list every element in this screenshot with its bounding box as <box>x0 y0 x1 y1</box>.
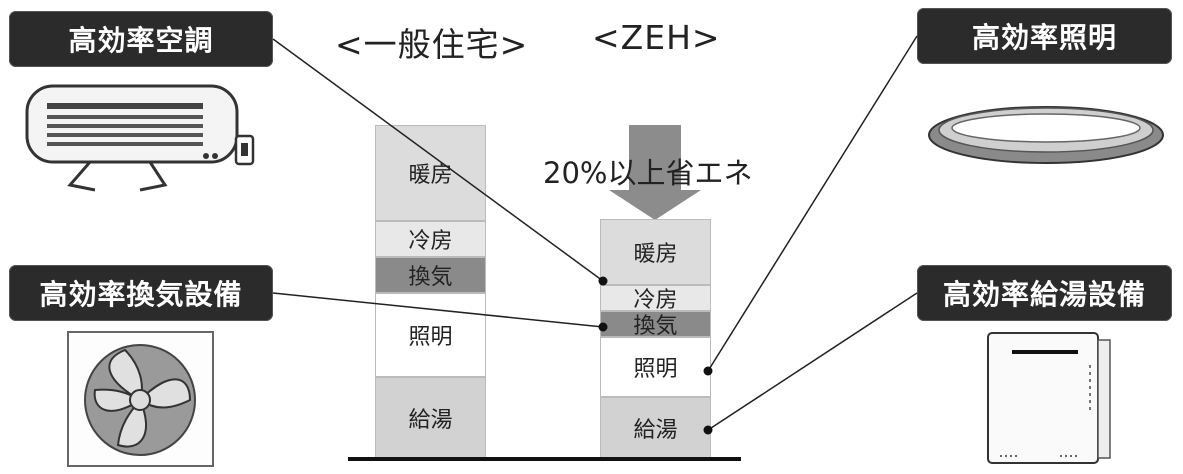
badge-high-efficiency-lighting: 高効率照明 <box>917 8 1172 64</box>
bar-zeh: 暖房 冷房 換気 照明 給湯 <box>600 219 711 459</box>
segment-lighting: 照明 <box>375 293 486 377</box>
air-conditioner-icon <box>25 84 255 192</box>
segment-label: 暖房 <box>408 163 453 188</box>
connector-water-heater <box>707 292 918 431</box>
connector-lines <box>272 35 918 431</box>
connector-dots <box>598 276 713 435</box>
segment-label: 換気 <box>633 314 678 339</box>
bar-general-house: 暖房 冷房 換気 照明 給湯 <box>375 125 486 459</box>
connector-ac <box>272 38 604 282</box>
segment-hot-water: 給湯 <box>600 397 711 459</box>
badge-high-efficiency-ventilation: 高効率換気設備 <box>9 265 273 321</box>
segment-heating: 暖房 <box>600 219 711 285</box>
segment-label: 暖房 <box>633 242 678 267</box>
segment-label: 照明 <box>408 325 453 350</box>
ceiling-light-icon <box>928 106 1164 164</box>
ground-line <box>348 457 741 461</box>
segment-label: 換気 <box>408 265 453 290</box>
ventilation-fan-icon <box>67 331 214 467</box>
segment-heating: 暖房 <box>375 125 486 221</box>
badge-high-efficiency-air-conditioning: 高効率空調 <box>9 11 273 67</box>
segment-cooling: 冷房 <box>600 285 711 313</box>
connector-ventilation <box>272 292 604 328</box>
segment-lighting: 照明 <box>600 337 711 397</box>
badge-high-efficiency-water-heater: 高効率給湯設備 <box>917 265 1172 321</box>
segment-label: 冷房 <box>633 288 678 313</box>
segment-ventilation: 換気 <box>375 257 486 293</box>
segment-ventilation: 換気 <box>600 311 711 339</box>
header-general-house: <一般住宅> <box>335 25 529 64</box>
segment-label: 照明 <box>633 357 678 382</box>
segment-cooling: 冷房 <box>375 221 486 257</box>
segment-label: 給湯 <box>633 418 678 443</box>
down-arrow-icon <box>609 125 701 220</box>
connector-lighting <box>707 35 918 372</box>
energy-savings-label: 20%以上省エネ <box>543 156 753 190</box>
segment-label: 給湯 <box>408 408 453 433</box>
segment-label: 冷房 <box>408 229 453 254</box>
header-zeh: <ZEH> <box>592 18 721 57</box>
water-heater-icon <box>987 332 1111 464</box>
